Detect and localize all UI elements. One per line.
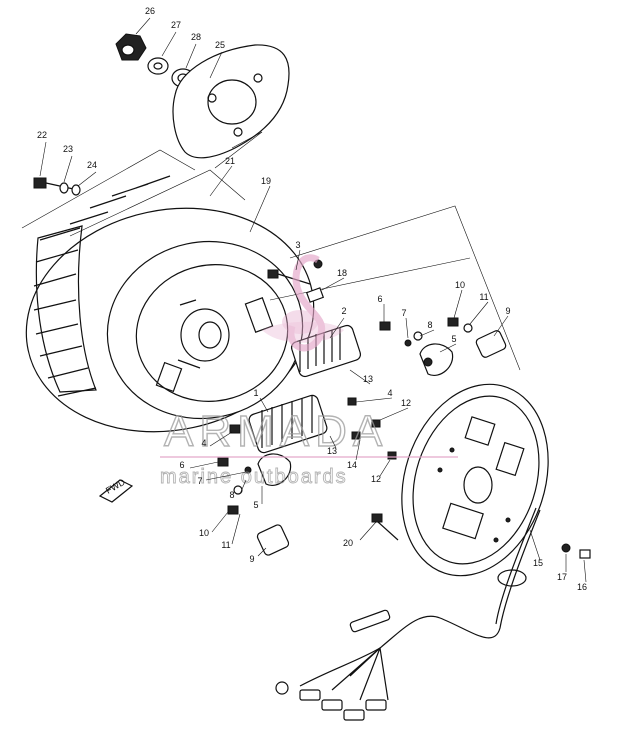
watermark-brand: ARMADA (164, 407, 388, 456)
callout-1: 1 (253, 388, 258, 398)
watermark: ARMADA marine outboards (160, 254, 458, 488)
callout-11b: 11 (221, 540, 230, 550)
callout-22: 22 (37, 130, 47, 140)
callout-21: 21 (225, 156, 235, 166)
callout-15: 15 (533, 558, 543, 568)
callout-5b: 5 (253, 500, 258, 510)
pickup-coil-lower (217, 453, 292, 556)
callout-6b: 6 (179, 460, 184, 470)
callout-14: 14 (347, 460, 357, 470)
flywheel-19 (25, 175, 315, 433)
bolt-20 (371, 513, 399, 541)
callout-2: 2 (341, 306, 346, 316)
callout-3: 3 (295, 240, 300, 250)
callout-5a: 5 (451, 334, 456, 344)
callout-9b: 9 (249, 554, 254, 564)
coil-1 (248, 394, 328, 454)
callout-19: 19 (261, 176, 271, 186)
callout-17: 17 (557, 572, 567, 582)
bolt-22-23-24 (33, 177, 81, 196)
callout-25: 25 (215, 40, 225, 50)
callout-26: 26 (145, 6, 155, 16)
pickup-coil-upper (379, 317, 507, 376)
callout-13a: 13 (363, 374, 373, 384)
callout-6a: 6 (377, 294, 382, 304)
callout-8a: 8 (427, 320, 432, 330)
callout-16: 16 (577, 582, 587, 592)
callout-12a: 12 (401, 398, 411, 408)
gasket-plate-25 (172, 44, 290, 159)
callout-27: 27 (171, 20, 181, 30)
watermark-logo (262, 254, 344, 352)
wiring-harness (275, 507, 541, 721)
callout-11a: 11 (479, 292, 488, 302)
stator-base-plate (401, 383, 549, 577)
callout-24: 24 (87, 160, 97, 170)
callout-7a: 7 (401, 308, 406, 318)
callout-4b: 4 (201, 438, 206, 448)
callout-18: 18 (337, 268, 347, 278)
screws-4-12-14 (229, 397, 397, 460)
callout-4a: 4 (387, 388, 392, 398)
callout-13b: 13 (327, 446, 337, 456)
callout-7b: 7 (197, 476, 202, 486)
callout-28: 28 (191, 32, 201, 42)
fwd-arrow-tag: FWD (98, 477, 134, 503)
callout-10a: 10 (455, 280, 465, 290)
callout-23: 23 (63, 144, 73, 154)
callout-12b: 12 (371, 474, 381, 484)
watermark-tagline: marine outboards (160, 466, 348, 488)
assembly-plane-lines (21, 131, 521, 371)
callout-20: 20 (343, 538, 353, 548)
callout-10b: 10 (199, 528, 209, 538)
callout-8b: 8 (229, 490, 234, 500)
callout-9a: 9 (505, 306, 510, 316)
